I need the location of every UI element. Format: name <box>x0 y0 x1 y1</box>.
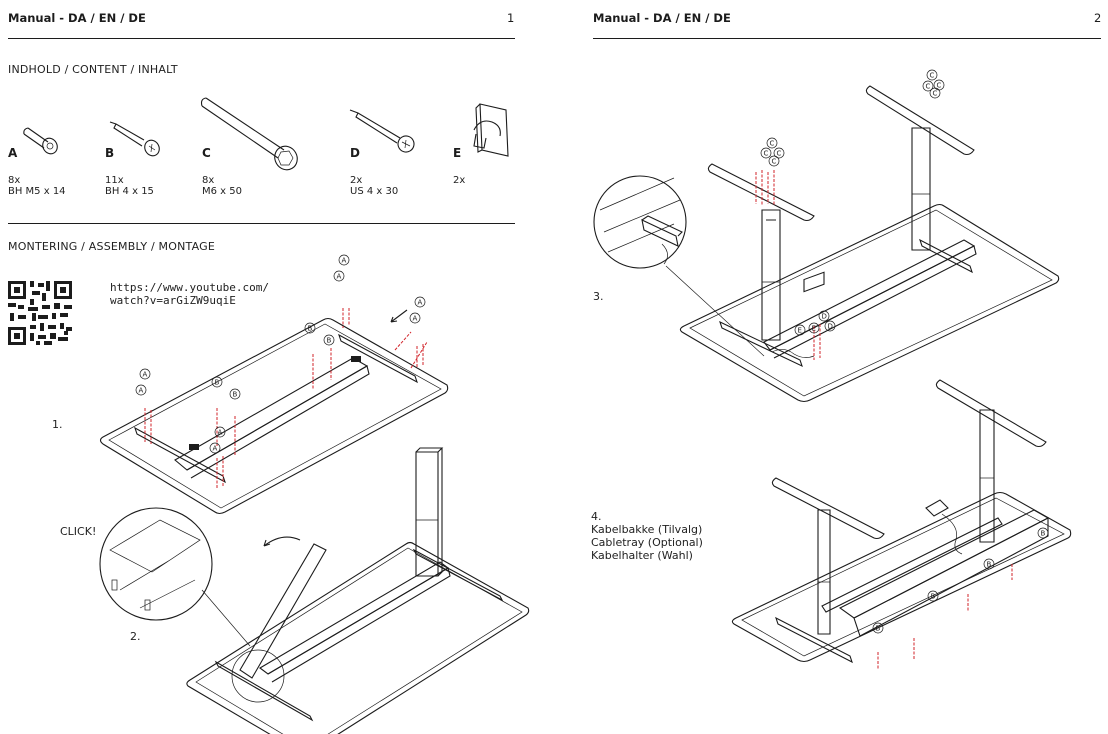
button-head-bolt-icon <box>23 127 58 155</box>
content-heading: INDHOLD / CONTENT / INHALT <box>8 63 178 76</box>
countersunk-wood-screw-icon <box>349 109 415 153</box>
part-qty: 8x <box>8 175 21 186</box>
video-url[interactable]: https://www.youtube.com/ watch?v=arGiZW9… <box>110 281 269 307</box>
part-qty: 8x <box>202 175 215 186</box>
header-divider <box>593 38 1101 39</box>
svg-text:C: C <box>926 83 931 91</box>
page-header-title: Manual - DA / EN / DE <box>8 11 146 25</box>
step-3-illustration: C C C C C C C C D D E E <box>593 69 1060 403</box>
svg-text:E: E <box>798 327 802 335</box>
manual-page-1: Manual - DA / EN / DE 1 INDHOLD / CONTEN… <box>8 11 530 734</box>
header-divider <box>8 38 515 39</box>
callouts-step-3: C C C C C C C C D D E E <box>760 69 945 336</box>
assembly-heading: MONTERING / ASSEMBLY / MONTAGE <box>8 240 215 253</box>
svg-text:B: B <box>1041 530 1046 538</box>
svg-text:C: C <box>937 82 942 90</box>
step-4-text: 4. Kabelbakke (Tilvalg) Cabletray (Optio… <box>591 510 703 562</box>
svg-text:A: A <box>213 445 218 453</box>
svg-text:C: C <box>772 158 777 166</box>
section-divider <box>8 223 515 224</box>
video-url-line-2[interactable]: watch?v=arGiZW9uqiE <box>110 294 236 307</box>
svg-text:C: C <box>764 150 769 158</box>
svg-text:E: E <box>812 325 816 333</box>
svg-text:B: B <box>987 561 992 569</box>
svg-text:A: A <box>418 299 423 307</box>
pan-head-wood-screw-icon <box>109 121 160 157</box>
direction-arrow-icon <box>390 309 408 323</box>
page-number: 2 <box>1094 11 1102 25</box>
step-1-label: 1. <box>52 418 63 431</box>
page-header-title: Manual - DA / EN / DE <box>593 11 731 25</box>
part-spec: BH 4 x 15 <box>105 186 154 197</box>
part-spec: US 4 x 30 <box>350 186 399 197</box>
part-qty: 11x <box>105 175 124 186</box>
svg-text:C: C <box>933 90 938 98</box>
caption-da: Kabelbakke (Tilvalg) <box>591 523 703 536</box>
qr-code-icon[interactable] <box>8 281 72 345</box>
part-letter: E <box>453 146 462 160</box>
callouts-step-4: B B B B <box>872 527 1049 634</box>
svg-text:C: C <box>930 72 935 80</box>
svg-text:A: A <box>218 429 223 437</box>
rotate-arrow-icon <box>263 536 301 547</box>
svg-text:D: D <box>828 323 833 331</box>
part-letter: D <box>350 146 360 160</box>
svg-text:A: A <box>143 371 148 379</box>
part-letter: A <box>8 146 18 160</box>
step-4-label: 4. <box>591 510 602 523</box>
svg-text:B: B <box>215 379 220 387</box>
svg-text:C: C <box>777 150 782 158</box>
svg-text:B: B <box>327 337 332 345</box>
hex-flange-bolt-icon <box>200 97 298 171</box>
step-3-label: 3. <box>593 290 604 303</box>
svg-text:D: D <box>822 313 827 321</box>
step-2-illustration <box>99 447 530 734</box>
svg-text:A: A <box>139 387 144 395</box>
part-spec: BH M5 x 14 <box>8 186 66 197</box>
step-1-illustration: A A A A A A A A B B B B <box>99 254 449 515</box>
part-spec: M6 x 50 <box>202 186 242 197</box>
caption-de: Kabelhalter (Wahl) <box>591 549 693 562</box>
step-2-label: 2. <box>130 630 141 643</box>
manual-page-2: Manual - DA / EN / DE 2 3. <box>554 0 1108 734</box>
step-4-illustration: B B B B <box>731 379 1072 670</box>
caption-en: Cabletray (Optional) <box>591 536 703 549</box>
click-note: CLICK! <box>60 525 97 538</box>
part-qty: 2x <box>350 175 363 186</box>
svg-text:B: B <box>876 625 881 633</box>
svg-text:B: B <box>931 593 936 601</box>
cable-clip-icon <box>473 103 509 157</box>
part-letter: B <box>105 146 115 160</box>
svg-text:A: A <box>342 257 347 265</box>
part-qty: 2x <box>453 175 466 186</box>
svg-text:A: A <box>337 273 342 281</box>
svg-text:C: C <box>770 140 775 148</box>
video-url-line-1[interactable]: https://www.youtube.com/ <box>110 281 269 294</box>
svg-text:B: B <box>308 325 313 333</box>
svg-text:B: B <box>233 391 238 399</box>
callouts-step-1: A A A A A A A A B B B B <box>135 254 426 454</box>
svg-text:A: A <box>413 315 418 323</box>
page-number: 1 <box>507 11 515 25</box>
part-letter: C <box>202 146 211 160</box>
